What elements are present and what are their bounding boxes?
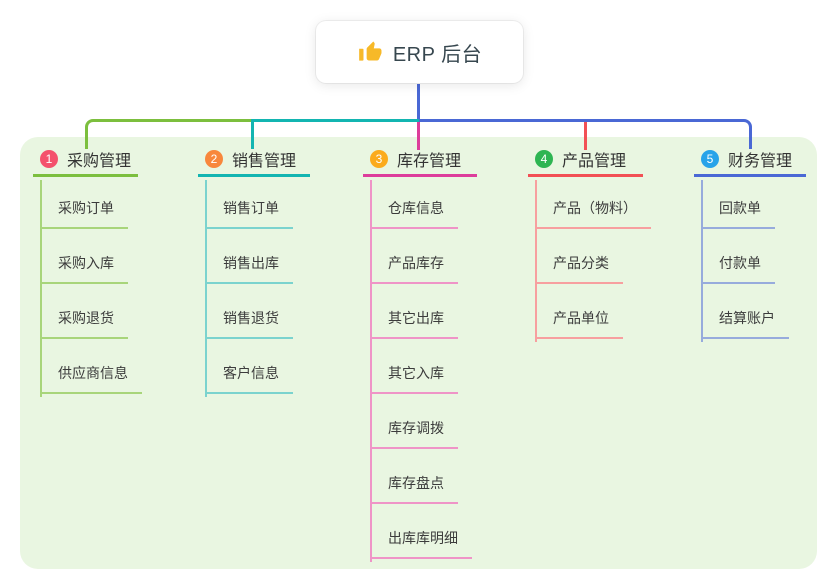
branch-child-connector-line: [535, 180, 537, 342]
branch-child-connector-line: [205, 180, 207, 397]
child-node-label: 供应商信息: [58, 365, 128, 381]
branch-node-3[interactable]: 3 库存管理: [363, 148, 477, 177]
child-node[interactable]: 出库库明细: [370, 504, 472, 559]
root-node-erp[interactable]: ERP 后台: [316, 21, 523, 83]
child-node-label: 产品分类: [553, 255, 609, 271]
child-node[interactable]: 付款单: [701, 229, 775, 284]
child-node-label: 库存调拨: [388, 420, 444, 436]
root-node-label: ERP 后台: [392, 43, 483, 66]
child-node-label: 销售退货: [223, 310, 279, 326]
child-node[interactable]: 客户信息: [205, 339, 293, 394]
branch-number-badge: 3: [370, 149, 388, 168]
branch-children-list: 采购订单采购入库采购退货供应商信息: [33, 177, 142, 394]
branch-children-list: 仓库信息产品库存其它出库其它入库库存调拨库存盘点出库库明细: [363, 177, 477, 559]
child-node[interactable]: 销售退货: [205, 284, 293, 339]
child-node-label: 采购订单: [58, 200, 114, 216]
child-node[interactable]: 库存调拨: [370, 394, 458, 449]
child-node-label: 回款单: [719, 200, 761, 216]
child-node-label: 销售出库: [223, 255, 279, 271]
branch-column-1: 1 采购管理 采购订单采购入库采购退货供应商信息: [33, 148, 142, 397]
child-node[interactable]: 结算账户: [701, 284, 789, 339]
branch-node-5[interactable]: 5 财务管理: [694, 148, 806, 177]
branch-number-badge: 1: [40, 149, 58, 168]
child-node[interactable]: 产品（物料）: [535, 177, 651, 229]
child-node[interactable]: 采购入库: [40, 229, 128, 284]
child-node[interactable]: 产品单位: [535, 284, 623, 339]
child-node[interactable]: 销售订单: [205, 177, 293, 229]
child-node[interactable]: 供应商信息: [40, 339, 142, 394]
child-node-label: 采购入库: [58, 255, 114, 271]
child-node-label: 付款单: [719, 255, 761, 271]
child-node[interactable]: 其它入库: [370, 339, 458, 394]
child-node-label: 其它出库: [388, 310, 444, 326]
connector-branch5-elbow: [419, 119, 752, 149]
child-node[interactable]: 回款单: [701, 177, 775, 229]
connector-branch4-drop: [584, 122, 587, 150]
branch-children-list: 产品（物料） 产品分类产品单位: [528, 177, 651, 339]
branch-child-connector-line: [370, 180, 372, 562]
branch-child-connector-line: [40, 180, 42, 397]
child-node-label: 客户信息: [223, 365, 279, 381]
connector-branch3-drop: [417, 122, 420, 150]
branch-node-1[interactable]: 1 采购管理: [33, 148, 138, 177]
child-node-label: 采购退货: [58, 310, 114, 326]
child-node-label: 出库库明细: [388, 530, 458, 546]
child-node[interactable]: 库存盘点: [370, 449, 458, 504]
branch-title-label: 销售管理: [232, 152, 297, 170]
branch-children-list: 销售订单销售出库销售退货客户信息: [198, 177, 310, 394]
branch-column-4: 4 产品管理 产品（物料） 产品分类产品单位: [528, 148, 651, 342]
branch-title-label: 库存管理: [397, 152, 462, 170]
branch-title-label: 采购管理: [67, 152, 132, 170]
branch-number-badge: 5: [701, 149, 719, 168]
branch-column-2: 2 销售管理 销售订单销售出库销售退货客户信息: [198, 148, 310, 397]
child-node-label: 产品（物料）: [553, 200, 637, 216]
branch-node-2[interactable]: 2 销售管理: [198, 148, 310, 177]
child-node-label: 仓库信息: [388, 200, 444, 216]
branch-column-5: 5 财务管理 回款单付款单结算账户: [694, 148, 806, 342]
child-node[interactable]: 销售出库: [205, 229, 293, 284]
thumbs-up-icon: [357, 39, 383, 65]
branch-title-label: 产品管理: [562, 152, 627, 170]
child-node[interactable]: 仓库信息: [370, 177, 458, 229]
branch-node-4[interactable]: 4 产品管理: [528, 148, 643, 177]
connector-root-vertical: [417, 84, 420, 121]
child-node-label: 产品库存: [388, 255, 444, 271]
child-node-label: 其它入库: [388, 365, 444, 381]
child-node-label: 结算账户: [719, 310, 775, 326]
branch-children-list: 回款单付款单结算账户: [694, 177, 806, 339]
branch-number-badge: 2: [205, 149, 223, 168]
branch-child-connector-line: [701, 180, 703, 342]
branch-title-label: 财务管理: [728, 152, 793, 170]
connector-branch2-horizontal: [254, 119, 419, 122]
connector-branch2-drop: [251, 119, 254, 149]
child-node[interactable]: 其它出库: [370, 284, 458, 339]
branches-panel: [20, 137, 817, 569]
branch-number-badge: 4: [535, 149, 553, 168]
child-node[interactable]: 产品分类: [535, 229, 623, 284]
branch-column-3: 3 库存管理 仓库信息产品库存其它出库其它入库库存调拨库存盘点出库库明细: [363, 148, 477, 562]
child-node[interactable]: 采购订单: [40, 177, 128, 229]
child-node[interactable]: 采购退货: [40, 284, 128, 339]
connector-branch1-elbow: [85, 119, 252, 149]
child-node-label: 产品单位: [553, 310, 609, 326]
child-node-label: 销售订单: [223, 200, 279, 216]
child-node[interactable]: 产品库存: [370, 229, 458, 284]
child-node-label: 库存盘点: [388, 475, 444, 491]
